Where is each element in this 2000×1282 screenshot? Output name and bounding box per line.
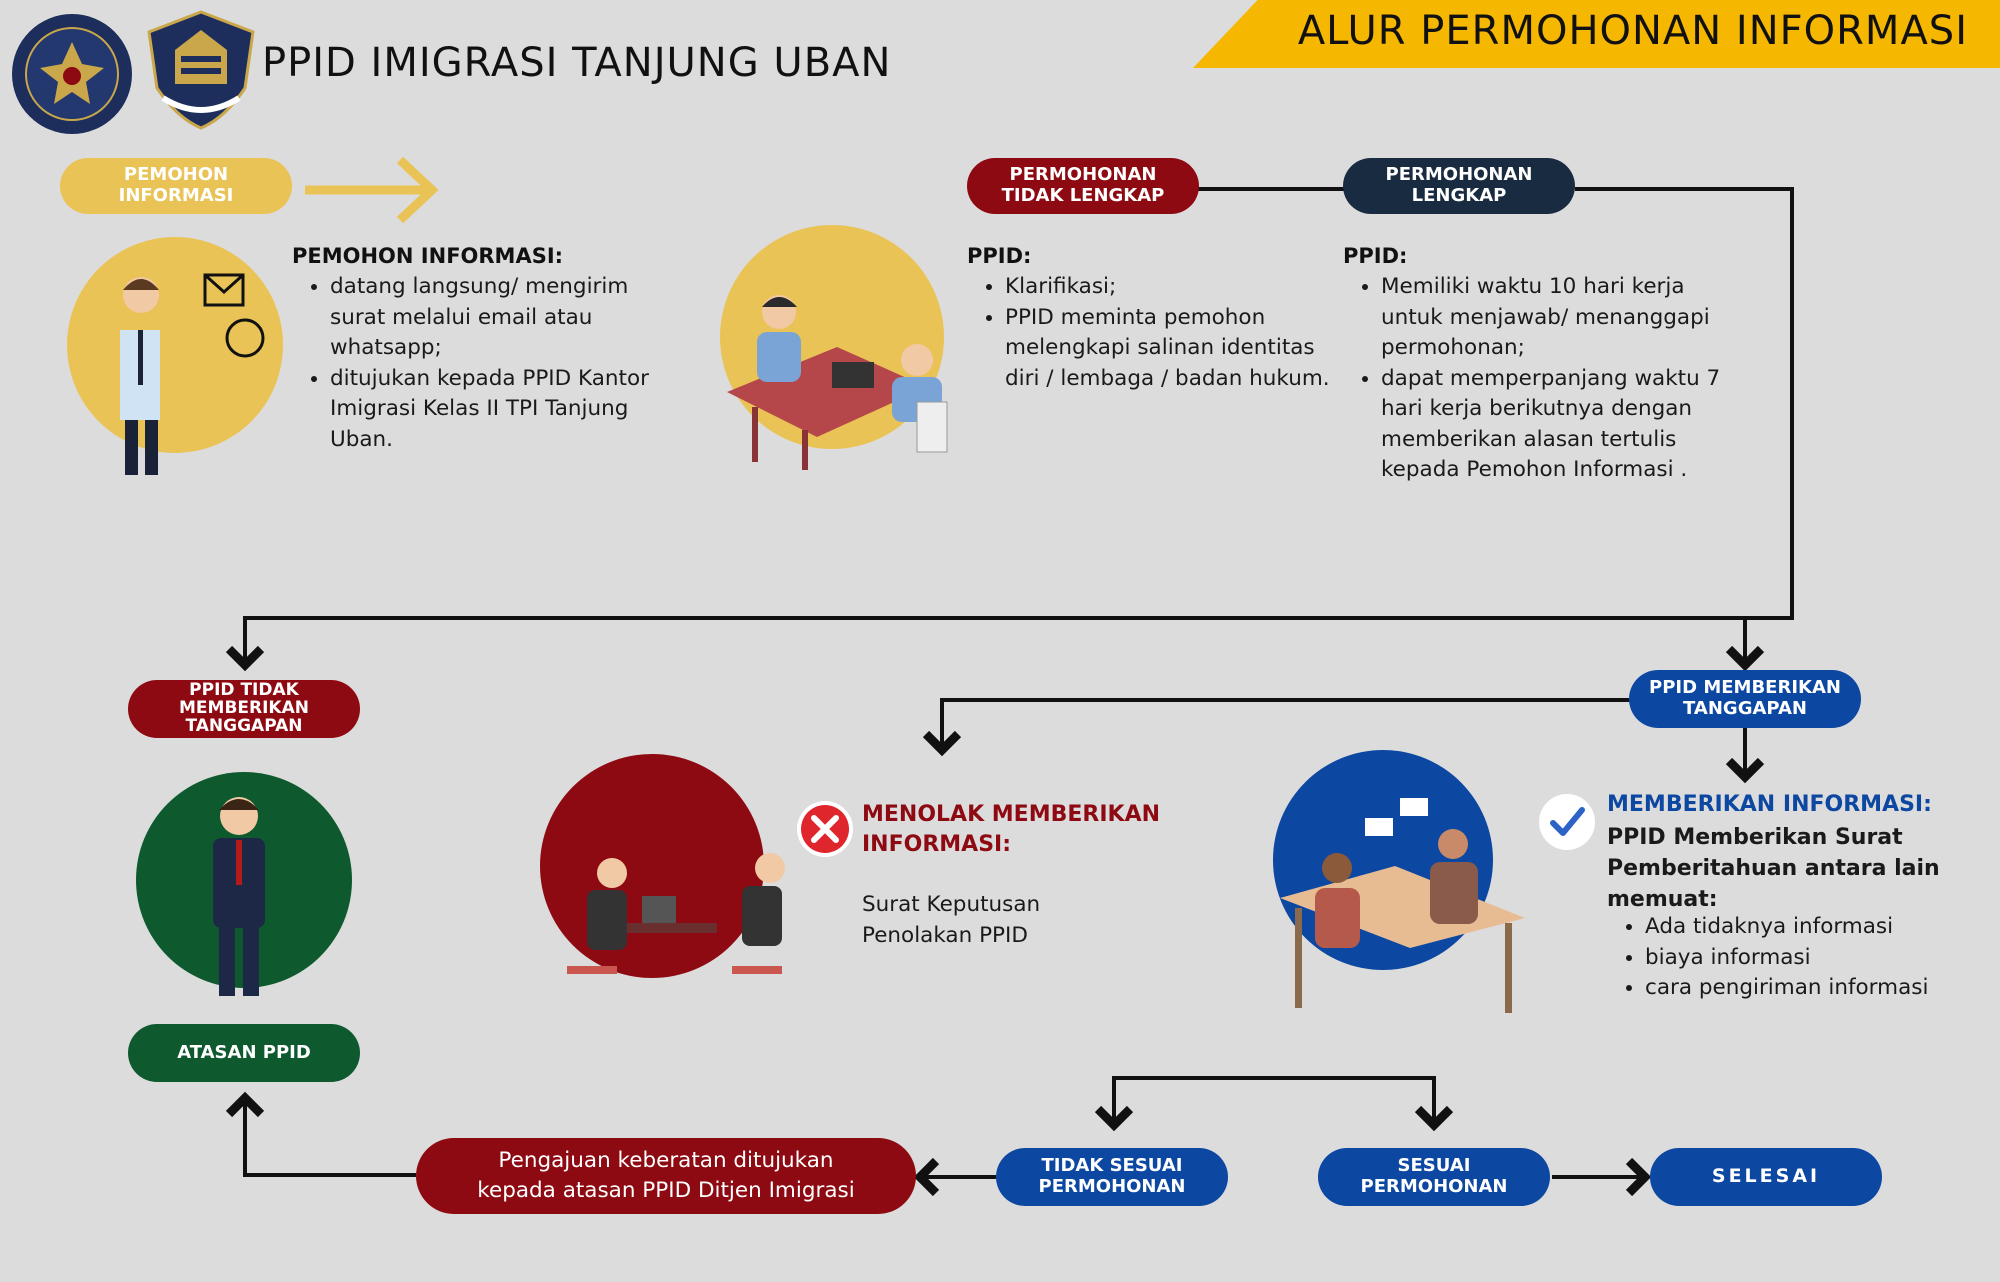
banner-title: ALUR PERMOHONAN INFORMASI [1297, 8, 1968, 54]
yellow-arrow [305, 156, 439, 224]
kementerian-imigrasi-seal-icon [10, 12, 134, 136]
give-bullet: biaya informasi [1645, 943, 2000, 974]
connector-right-vertical [225, 187, 1794, 672]
pill-selesai: SELESAI [1650, 1148, 1882, 1206]
pill-permohonan-lengkap: PERMOHONAN LENGKAP [1343, 158, 1575, 214]
give-illustration [1265, 748, 1525, 1048]
connector-bottom-split [1112, 1076, 1454, 1132]
pill-pemohon-informasi: PEMOHON INFORMASI [60, 158, 292, 214]
step2-heading: PPID: [967, 244, 1032, 268]
step3-list: Memiliki waktu 10 hari kerja untuk menja… [1343, 272, 1721, 486]
pill-ppid-memberikan-tanggapan: PPID MEMBERIKAN TANGGAPAN [1629, 670, 1861, 728]
give-heading: MEMBERIKAN INFORMASI: [1607, 792, 1932, 817]
header-banner: ALUR PERMOHONAN INFORMASI [1193, 0, 2000, 68]
consultation-illustration [717, 222, 957, 482]
step3-heading: PPID: [1343, 244, 1408, 268]
step2-list: Klarifikasi; PPID meminta pemohon meleng… [967, 272, 1345, 394]
give-bullet: cara pengiriman informasi [1645, 973, 2000, 1004]
connector-to-reject [922, 698, 1630, 757]
step1-bullet: ditujukan kepada PPID Kantor Imigrasi Ke… [330, 364, 670, 456]
step1-list: datang langsung/ mengirim surat melalui … [292, 272, 670, 455]
connector-to-superior [225, 1091, 416, 1177]
imigrasi-emblem-icon [145, 10, 257, 130]
reject-heading: MENOLAK MEMBERIKAN INFORMASI: [862, 802, 1161, 857]
pill-permohonan-tidak-lengkap: PERMOHONAN TIDAK LENGKAP [967, 158, 1199, 214]
superior-illustration [133, 748, 355, 1018]
step2-bullet: PPID meminta pemohon melengkapi salinan … [1005, 303, 1345, 395]
give-bullet: Ada tidaknya informasi [1645, 912, 2000, 943]
step3-bullet: Memiliki waktu 10 hari kerja untuk menja… [1381, 272, 1721, 364]
step3-bullet: dapat memperpanjang waktu 7 hari kerja b… [1381, 364, 1721, 486]
step2-bullet: Klarifikasi; [1005, 272, 1345, 303]
pill-pengajuan-keberatan: Pengajuan keberatan ditujukan kepada ata… [416, 1138, 916, 1214]
pill-atasan-ppid: ATASAN PPID [128, 1024, 360, 1082]
give-list: Ada tidaknya informasi biaya informasi c… [1607, 912, 2000, 1004]
step1-heading: PEMOHON INFORMASI: [292, 244, 564, 268]
pemohon-illustration [65, 230, 285, 475]
step1-bullet: datang langsung/ mengirim surat melalui … [330, 272, 670, 364]
reject-illustration [532, 748, 785, 1038]
reject-text: Surat Keputusan Penolakan PPID [862, 892, 1041, 948]
reject-x-icon [796, 800, 854, 858]
org-title: PPID IMIGRASI TANJUNG UBAN [262, 40, 892, 86]
pill-sesuai-permohonan: SESUAI PERMOHONAN [1318, 1148, 1550, 1206]
give-check-icon [1538, 793, 1596, 851]
give-subheading: PPID Memberikan Surat Pemberitahuan anta… [1607, 825, 1940, 912]
pill-tidak-sesuai-permohonan: TIDAK SESUAI PERMOHONAN [996, 1148, 1228, 1206]
pill-ppid-tidak-memberikan-tanggapan: PPID TIDAK MEMBERIKAN TANGGAPAN [128, 680, 360, 738]
